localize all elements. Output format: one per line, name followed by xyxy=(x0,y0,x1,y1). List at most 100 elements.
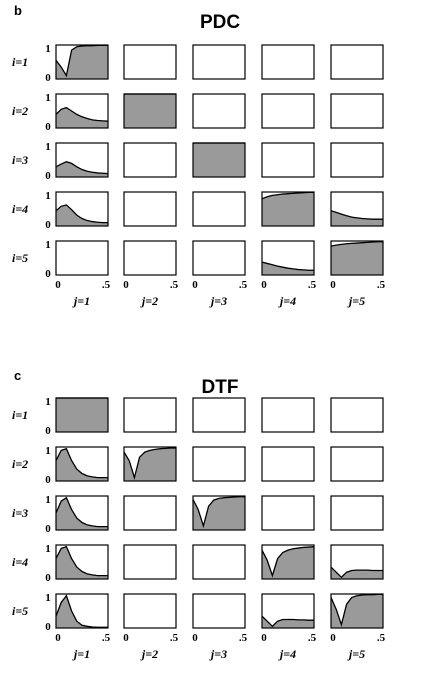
x-tick-label: .5 xyxy=(377,279,386,291)
series-area xyxy=(56,595,108,628)
y-tick-label: 0 xyxy=(45,72,51,84)
row-label: i=1 xyxy=(12,55,28,69)
cell-4-5 xyxy=(330,191,384,227)
cell-1-5 xyxy=(330,44,384,80)
cell-4-1: 10 xyxy=(45,190,109,231)
chart-grid-pdc: bPDCi=110i=210i=310i=410i=5100.5j=10.5j=… xyxy=(12,3,386,308)
column-label: j=5 xyxy=(347,647,365,661)
cell-2-4 xyxy=(261,446,315,482)
cell-frame xyxy=(330,593,384,629)
series-area xyxy=(124,94,176,128)
cell-2-1: 10 xyxy=(45,445,109,486)
cell-frame xyxy=(192,593,246,629)
x-tick-label: .5 xyxy=(308,632,317,644)
x-tick-label: 0 xyxy=(330,632,336,644)
cell-4-2 xyxy=(123,191,177,227)
cell-4-5 xyxy=(330,544,384,580)
panel-letter: b xyxy=(14,3,22,18)
y-tick-label: 0 xyxy=(45,621,51,633)
x-tick-label: .5 xyxy=(308,279,317,291)
column-label: j=2 xyxy=(140,647,158,661)
series-line xyxy=(261,615,314,628)
panel-letter: c xyxy=(14,368,21,383)
cell-1-2 xyxy=(123,44,177,80)
cell-1-4 xyxy=(261,397,315,433)
cell-1-1: 10 xyxy=(45,43,109,84)
cell-3-5 xyxy=(330,142,384,178)
cell-5-1: 100.5j=1 xyxy=(45,239,110,308)
chart-title: DTF xyxy=(202,377,239,398)
series-line xyxy=(261,261,314,271)
y-tick-label: 1 xyxy=(45,592,51,604)
cell-frame xyxy=(55,44,109,80)
cell-frame xyxy=(123,44,177,80)
cell-frame xyxy=(192,544,246,580)
series-area xyxy=(56,107,108,128)
series-line xyxy=(55,204,108,224)
series-line xyxy=(55,594,108,628)
cell-3-2 xyxy=(123,495,177,531)
row-label: i=2 xyxy=(12,104,28,118)
cell-frame xyxy=(123,397,177,433)
series-area xyxy=(56,497,108,530)
series-area xyxy=(56,448,108,481)
cell-frame xyxy=(192,142,246,178)
y-tick-label: 1 xyxy=(45,141,51,153)
cell-1-3 xyxy=(192,397,246,433)
cell-frame xyxy=(330,240,384,276)
cell-3-4 xyxy=(261,142,315,178)
y-tick-label: 1 xyxy=(45,239,51,251)
cell-2-3 xyxy=(192,446,246,482)
column-label: j=4 xyxy=(278,647,296,661)
cell-5-5: 0.5j=5 xyxy=(330,593,386,661)
y-tick-label: 0 xyxy=(45,572,51,584)
cell-2-1: 10 xyxy=(45,92,109,133)
column-label: j=1 xyxy=(72,647,90,661)
y-tick-label: 1 xyxy=(45,43,51,55)
cell-5-3: 0.5j=3 xyxy=(192,593,248,661)
x-tick-label: 0 xyxy=(55,632,61,644)
chart-title: PDC xyxy=(200,12,240,33)
cell-frame xyxy=(261,44,315,80)
cell-frame xyxy=(192,191,246,227)
x-tick-label: .5 xyxy=(102,279,111,291)
series-line xyxy=(55,496,108,528)
series-line xyxy=(192,496,245,529)
cell-frame xyxy=(261,495,315,531)
cell-frame xyxy=(261,191,315,227)
cell-frame xyxy=(55,93,109,129)
x-tick-label: 0 xyxy=(261,279,267,291)
series-line xyxy=(55,106,109,122)
x-tick-label: 0 xyxy=(192,632,198,644)
cell-frame xyxy=(55,544,109,580)
cell-2-5 xyxy=(330,446,384,482)
cell-2-2 xyxy=(123,446,177,482)
series-area xyxy=(262,192,314,226)
cell-3-3 xyxy=(192,495,246,531)
y-tick-label: 1 xyxy=(45,445,51,457)
y-tick-label: 0 xyxy=(45,121,51,133)
cell-frame xyxy=(55,593,109,629)
cell-frame xyxy=(192,446,246,482)
cell-frame xyxy=(123,446,177,482)
series-line xyxy=(330,210,383,220)
cell-2-5 xyxy=(330,93,384,129)
y-tick-label: 1 xyxy=(45,543,51,555)
y-tick-label: 0 xyxy=(45,474,51,486)
cell-frame xyxy=(123,593,177,629)
cell-4-2 xyxy=(123,544,177,580)
cell-5-2: 0.5j=2 xyxy=(123,593,179,661)
chart-grid-dtf: cDTFi=110i=210i=310i=410i=5100.5j=10.5j=… xyxy=(12,368,386,661)
y-tick-label: 0 xyxy=(45,219,51,231)
cell-4-4 xyxy=(261,544,315,580)
x-tick-label: 0 xyxy=(192,279,198,291)
series-area xyxy=(193,143,245,177)
cell-frame xyxy=(330,93,384,129)
cell-frame xyxy=(330,446,384,482)
y-tick-label: 0 xyxy=(45,425,51,437)
row-label: i=3 xyxy=(12,153,28,167)
x-tick-label: .5 xyxy=(170,279,179,291)
series-line xyxy=(55,545,108,577)
cell-frame xyxy=(330,191,384,227)
